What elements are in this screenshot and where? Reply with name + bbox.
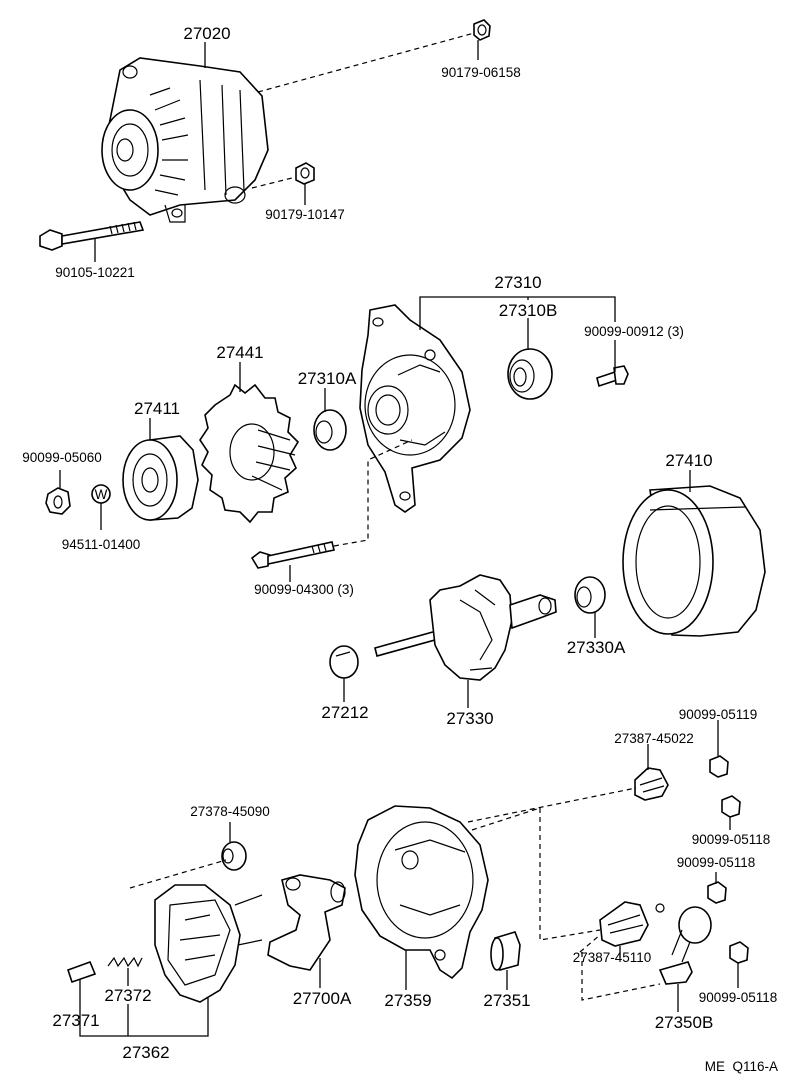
fan-27441 — [199, 383, 300, 524]
rectifier-end-frame-27359 — [354, 805, 489, 980]
label-27330: 27330 — [446, 709, 493, 728]
label-90099-05118-b: 90099-05118 — [677, 855, 756, 870]
alternator-assembly — [101, 57, 269, 223]
label-27020: 27020 — [183, 24, 230, 43]
label-27310B: 27310B — [499, 301, 558, 320]
nut-90099-05118-a — [721, 795, 741, 818]
nut-90099-05118-b — [707, 881, 727, 904]
boot-27387-45110 — [599, 901, 649, 947]
insulator-27351 — [490, 931, 521, 972]
label-27350B: 27350B — [655, 1013, 714, 1032]
bolt-90105-10221 — [39, 221, 145, 251]
nut-90179-06158 — [473, 19, 491, 41]
rectifier-holder-27362 — [154, 884, 263, 1003]
label-27359: 27359 — [384, 991, 431, 1010]
label-90179-06158: 90179-06158 — [441, 65, 521, 80]
terminal-27350B — [655, 903, 712, 985]
label-27310: 27310 — [494, 273, 541, 292]
washer-94511-01400: W — [91, 484, 111, 504]
label-27351: 27351 — [483, 991, 530, 1010]
bearing-27310B — [507, 348, 553, 400]
bearing-27330A — [574, 576, 606, 614]
spacer-27378-45090 — [221, 841, 247, 871]
label-90099-05118-a: 90099-05118 — [692, 832, 771, 847]
spacer-27310A — [313, 409, 347, 451]
label-94511-01400: 94511-01400 — [62, 537, 141, 552]
cover-27212 — [329, 645, 359, 679]
label-90099-05060: 90099-05060 — [22, 450, 102, 465]
label-90105-10221: 90105-10221 — [55, 265, 135, 280]
label-27212: 27212 — [321, 703, 368, 722]
label-27387-45022: 27387-45022 — [614, 731, 694, 746]
nut-90099-05119 — [709, 755, 729, 778]
label-90099-04300: 90099-04300 (3) — [254, 582, 354, 597]
part-labels: 27020 90179-06158 90179-10147 90105-1022… — [22, 24, 778, 1074]
screw-90099-00912 — [596, 365, 629, 388]
washer-mark: W — [95, 487, 108, 502]
regulator-27700A — [267, 874, 346, 971]
pulley-27411 — [122, 435, 199, 521]
label-27310A: 27310A — [298, 369, 357, 388]
label-27410: 27410 — [665, 451, 712, 470]
label-90099-05119: 90099-05119 — [679, 707, 758, 722]
label-90179-10147: 90179-10147 — [265, 207, 345, 222]
drive-end-frame — [359, 304, 471, 513]
label-27411: 27411 — [134, 399, 180, 418]
label-27387-45110: 27387-45110 — [573, 950, 652, 965]
label-27700A: 27700A — [293, 989, 352, 1008]
label-27372: 27372 — [104, 986, 151, 1005]
label-27441: 27441 — [216, 343, 263, 362]
nut-90099-05118-c — [729, 941, 749, 964]
label-90099-05118-c: 90099-05118 — [699, 990, 778, 1005]
label-27330A: 27330A — [567, 638, 626, 657]
stator-27410 — [622, 485, 766, 637]
label-90099-00912: 90099-00912 (3) — [584, 324, 684, 339]
bolt-90099-04300 — [250, 541, 335, 569]
spring-27372 — [107, 956, 143, 968]
diagram-code: ME Q116-A — [705, 1059, 778, 1074]
label-27362: 27362 — [122, 1043, 169, 1062]
nut-90099-05060 — [45, 487, 71, 515]
cap-27387-45022 — [634, 767, 669, 801]
rotor-27330 — [374, 574, 557, 681]
brush-27371 — [66, 960, 97, 984]
label-27378-45090: 27378-45090 — [190, 804, 270, 819]
nut-90179-10147 — [295, 162, 315, 185]
label-27371: 27371 — [52, 1011, 99, 1030]
